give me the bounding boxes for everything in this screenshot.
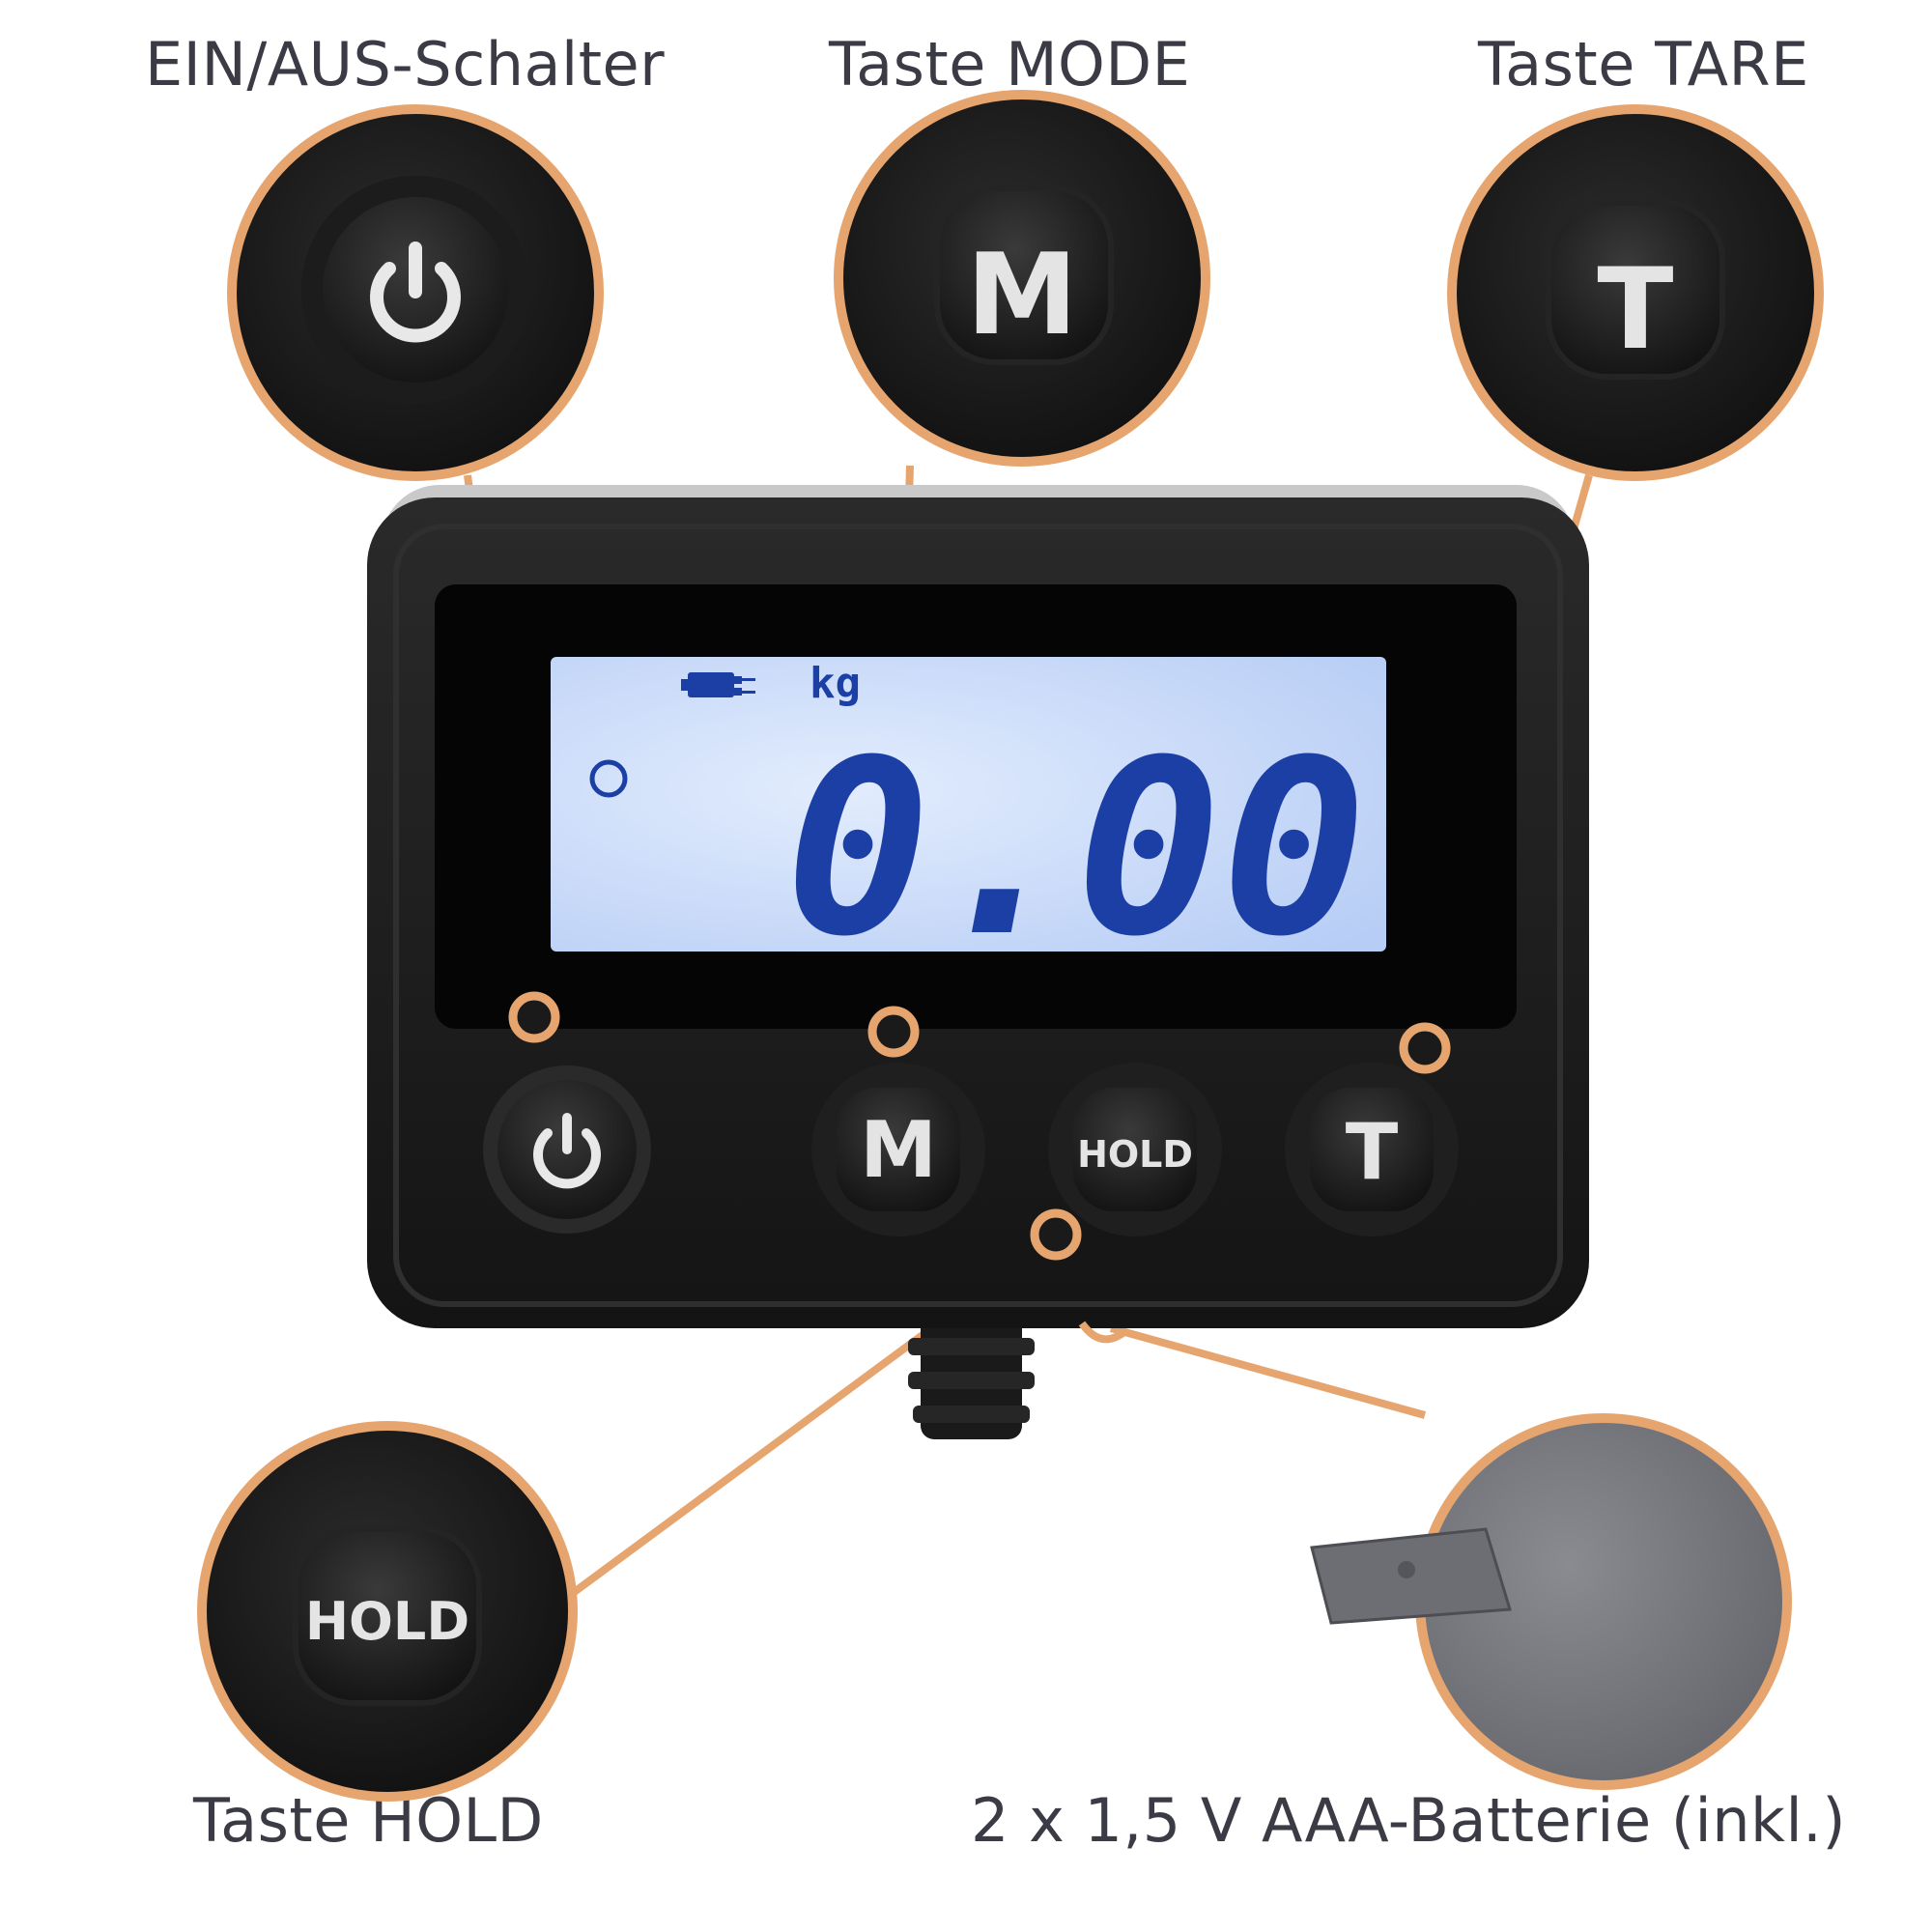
hold-zoom-circle: HOLD — [197, 1421, 578, 1802]
mode-zoom-text: M — [966, 230, 1077, 360]
tare-button-text: T — [1346, 1107, 1399, 1197]
plug-indicator-icon — [681, 672, 755, 697]
power-zoom-circle — [227, 104, 604, 481]
mode-button-label: Taste MODE — [829, 29, 1191, 99]
tare-button-label: Taste TARE — [1478, 29, 1809, 99]
lcd-unit: kg — [810, 659, 861, 708]
callout-dots — [508, 991, 1451, 1261]
lcd-screen — [551, 657, 1386, 952]
tare-zoom-text: T — [1597, 244, 1673, 375]
mode-button[interactable]: M — [811, 1063, 985, 1236]
power-switch-label: EIN/AUS-Schalter — [145, 29, 666, 99]
battery-zoom-circle — [1310, 1413, 1792, 1790]
battery-label: 2 x 1,5 V AAA-Batterie (inkl.) — [971, 1785, 1847, 1856]
power-icon — [533, 1113, 601, 1189]
power-button[interactable] — [483, 1065, 651, 1234]
power-icon — [370, 242, 461, 343]
stable-indicator-icon — [589, 759, 628, 798]
cable-plug — [908, 1314, 1035, 1439]
mode-zoom-circle: M — [834, 90, 1210, 467]
hold-button-text: HOLD — [1077, 1133, 1193, 1176]
tare-button[interactable]: T — [1285, 1063, 1459, 1236]
mode-button-text: M — [860, 1105, 937, 1195]
scale-device: kg 0.00 M HOLD T — [367, 485, 1589, 1328]
tare-zoom-circle: T — [1447, 104, 1824, 481]
hold-zoom-text: HOLD — [305, 1591, 469, 1652]
lcd-reading: 0.00 — [785, 708, 1367, 989]
hold-button[interactable]: HOLD — [1048, 1063, 1222, 1236]
